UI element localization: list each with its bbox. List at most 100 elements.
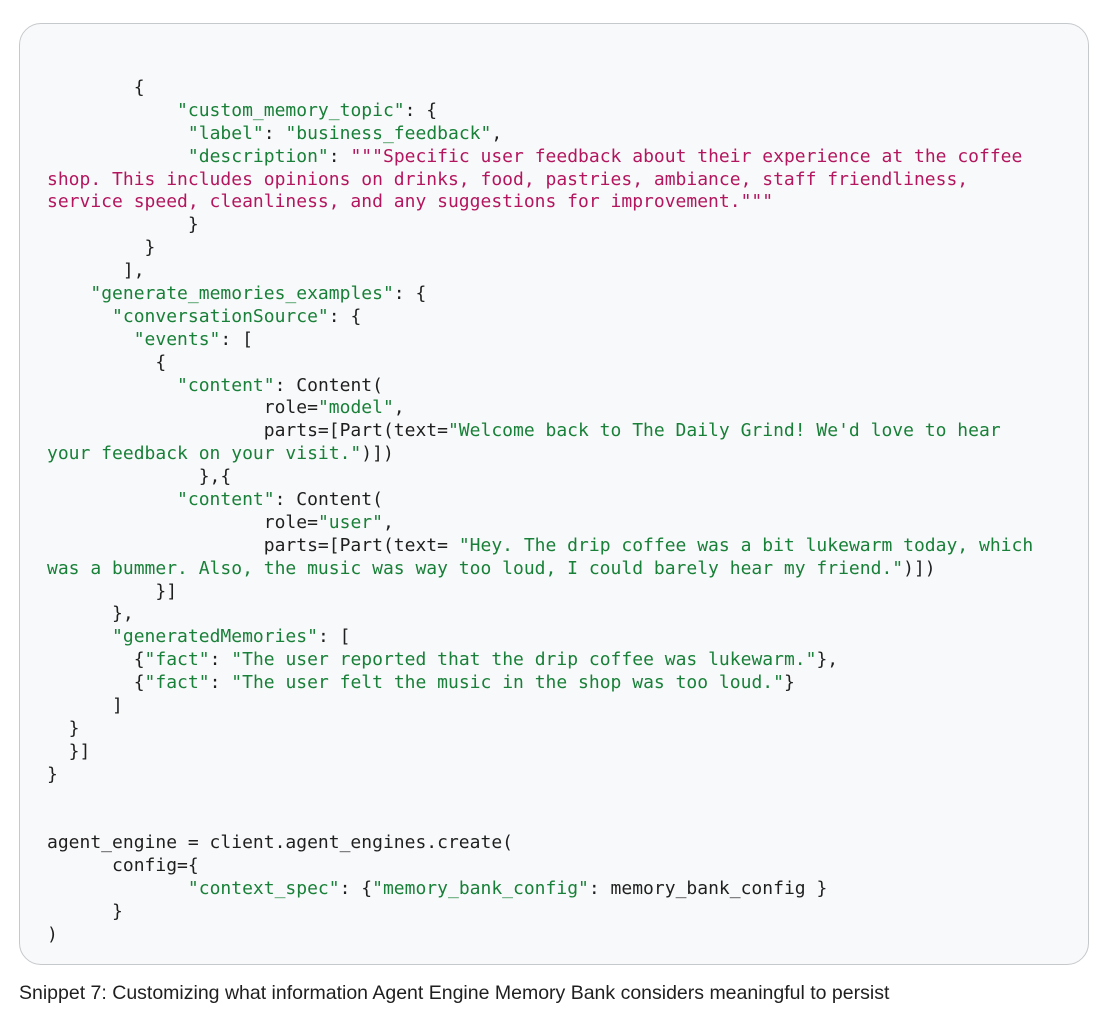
code-line: ]: [47, 695, 1033, 718]
code-line: "generatedMemories": [: [47, 626, 1033, 649]
code-token: : memory_bank_config }: [588, 878, 828, 900]
code-token: [47, 100, 177, 121]
code-token: }: [47, 214, 199, 236]
code-token: [47, 489, 177, 510]
code-line: shop. This includes opinions on drinks, …: [47, 169, 1033, 192]
code-token: "fact": [144, 672, 210, 694]
code-token: {: [47, 672, 145, 694]
code-token: "business_feedback": [285, 122, 492, 144]
code-line: {"fact": "The user felt the music in the…: [47, 672, 1033, 695]
code-token: :: [209, 672, 232, 694]
code-token: : Content(: [274, 489, 383, 511]
code-line: service speed, cleanliness, and any sugg…: [47, 191, 1033, 214]
code-token: : Content(: [274, 374, 383, 396]
code-token: role=: [47, 511, 318, 533]
code-line: }: [47, 901, 1033, 924]
code-token: "description": [187, 145, 329, 167]
code-line: "conversationSource": {: [47, 306, 1033, 329]
code-line: }: [47, 718, 1033, 741]
code-token: "Hey. The drip coffee was a bit lukewarm…: [458, 534, 1034, 556]
code-line: parts=[Part(text= "Hey. The drip coffee …: [47, 535, 1033, 558]
code-token: [47, 123, 188, 144]
code-line: }]: [47, 741, 1033, 764]
code-token: parts=[Part(text=: [47, 420, 448, 442]
code-snippet-box: { "custom_memory_topic": { "label": "bus…: [19, 23, 1089, 965]
code-token: parts=[Part(text=: [47, 534, 459, 556]
code-token: [47, 626, 112, 647]
code-token: [47, 283, 90, 304]
code-token: :: [263, 122, 286, 144]
code-token: : {: [404, 99, 438, 121]
code-token: your feedback on your visit.": [47, 443, 362, 465]
code-token: : [: [317, 626, 351, 648]
code-token: [47, 306, 112, 327]
code-token: "Welcome back to The Daily Grind! We'd l…: [447, 420, 1001, 442]
code-token: role=: [47, 397, 318, 419]
snippet-caption: Snippet 7: Customizing what information …: [19, 982, 890, 1004]
code-line: },: [47, 603, 1033, 626]
code-token: ,: [382, 511, 394, 533]
code-token: "The user felt the music in the shop was…: [231, 672, 784, 694]
code-line: "events": [: [47, 329, 1033, 352]
code-token: "custom_memory_topic": [177, 99, 405, 121]
code-token: : {: [339, 878, 373, 900]
code-line: "content": Content(: [47, 489, 1033, 512]
code-token: ): [47, 923, 58, 945]
code-line: ],: [47, 260, 1033, 283]
code-token: }: [47, 237, 156, 259]
code-line: }: [47, 764, 1033, 787]
code-line: was a bummer. Also, the music was way to…: [47, 558, 1033, 581]
code-line: agent_engine = client.agent_engines.crea…: [47, 832, 1033, 855]
code-token: was a bummer. Also, the music was way to…: [47, 557, 904, 579]
code-line: your feedback on your visit.")]): [47, 443, 1033, 466]
code-token: }: [783, 672, 795, 694]
code-line: }: [47, 214, 1033, 237]
code-token: ,: [393, 397, 405, 419]
code-token: """Specific user feedback about their ex…: [350, 145, 1023, 167]
code-token: : [: [220, 328, 253, 350]
code-line: [47, 810, 1033, 833]
code-line: {: [47, 352, 1033, 375]
code-token: {: [47, 77, 145, 98]
code-line: },{: [47, 466, 1033, 489]
code-line: "label": "business_feedback",: [47, 123, 1033, 146]
code-token: }]: [47, 740, 91, 762]
code-line: parts=[Part(text="Welcome back to The Da…: [47, 420, 1033, 443]
code-token: [47, 375, 177, 396]
code-token: "content": [177, 489, 275, 511]
code-line: }: [47, 237, 1033, 260]
code-line: role="user",: [47, 512, 1033, 535]
code-token: "model": [317, 397, 394, 419]
code-line: "content": Content(: [47, 375, 1033, 398]
code-token: : {: [328, 305, 362, 327]
code-line: config={: [47, 855, 1033, 878]
code-token: [47, 329, 134, 350]
code-line: "generate_memories_examples": {: [47, 283, 1033, 306]
code-token: )]): [361, 443, 394, 465]
code-token: "content": [177, 374, 275, 396]
code-token: {: [47, 649, 145, 671]
code-token: "label": [187, 122, 264, 144]
code-token: }]: [47, 580, 178, 602]
code-token: : {: [393, 283, 427, 305]
code-token: :: [209, 649, 232, 671]
code-line: }]: [47, 581, 1033, 604]
code-token: }: [47, 763, 58, 785]
code-line: {: [47, 77, 1033, 100]
code-token: "generatedMemories": [112, 626, 318, 648]
code-token: "The user reported that the drip coffee …: [231, 649, 817, 671]
code-line: ): [47, 924, 1033, 947]
code-token: }: [47, 901, 123, 923]
code-token: "memory_bank_config": [372, 878, 589, 900]
code-token: config={: [47, 855, 199, 877]
code-token: "conversationSource": [112, 305, 329, 327]
code-token: "generate_memories_examples": [90, 283, 394, 305]
code-line: "context_spec": {"memory_bank_config": m…: [47, 878, 1033, 901]
code-token: :: [328, 145, 351, 167]
code-line: [47, 787, 1033, 810]
code-token: shop. This includes opinions on drinks, …: [47, 168, 969, 190]
code-token: ],: [47, 260, 145, 282]
code-token: },: [816, 649, 839, 671]
code-token: },{: [47, 466, 232, 488]
code-token: "events": [133, 328, 221, 350]
